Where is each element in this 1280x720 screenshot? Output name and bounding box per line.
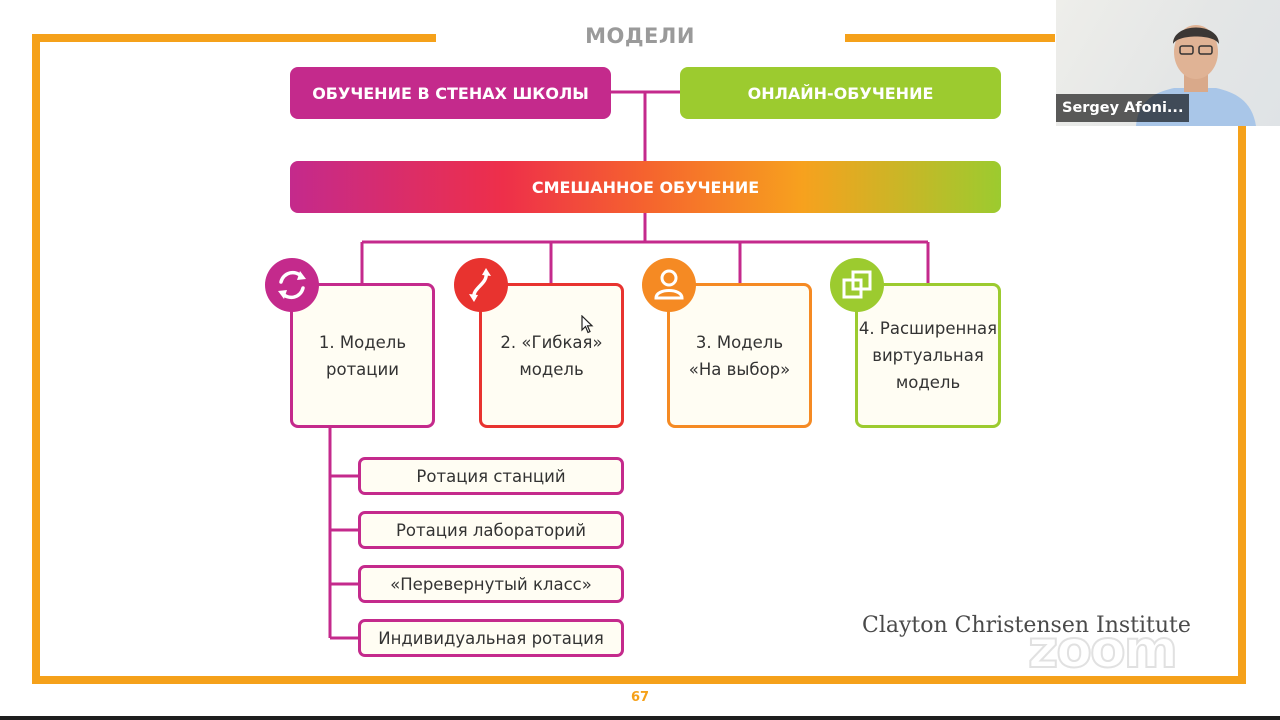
- flex-icon: [454, 258, 508, 312]
- page-number: 67: [630, 690, 650, 705]
- virtual-icon: [830, 258, 884, 312]
- model-card-rotation: 1. Модель ротации: [290, 283, 435, 428]
- participant-video[interactable]: Sergey Afoni...: [1056, 0, 1280, 126]
- zoom-watermark: zoom: [1027, 619, 1179, 681]
- source-credit: Clayton Christensen Institute: [862, 613, 1191, 638]
- rotation-type-stations: Ротация станций: [358, 457, 624, 495]
- blended-learning-box: СМЕШАННОЕ ОБУЧЕНИЕ: [290, 161, 1001, 213]
- frame-bottom: [32, 676, 1246, 684]
- rotation-type-individual: Индивидуальная ротация: [358, 619, 624, 657]
- model-card-choice: 3. Модель «На выбор»: [667, 283, 812, 428]
- frame-top-right: [845, 34, 1055, 42]
- frame-right: [1238, 126, 1246, 684]
- bottom-bar: [0, 716, 1280, 720]
- model-card-virtual: 4. Расширенная виртуальная модель: [855, 283, 1001, 428]
- frame-left: [32, 34, 40, 684]
- rotate-icon: [265, 258, 319, 312]
- rotation-type-labs: Ротация лабораторий: [358, 511, 624, 549]
- participant-name-label: Sergey Afoni...: [1056, 94, 1190, 122]
- slide-title: МОДЕЛИ: [585, 24, 695, 48]
- user-icon: [642, 258, 696, 312]
- online-learning-box: ОНЛАЙН-ОБУЧЕНИЕ: [680, 67, 1001, 119]
- frame-top-left: [32, 34, 436, 42]
- rotation-type-flipped: «Перевернутый класс»: [358, 565, 624, 603]
- mouse-cursor-icon: [581, 315, 594, 334]
- school-learning-box: ОБУЧЕНИЕ В СТЕНАХ ШКОЛЫ: [290, 67, 611, 119]
- model-card-flex: 2. «Гибкая» модель: [479, 283, 624, 428]
